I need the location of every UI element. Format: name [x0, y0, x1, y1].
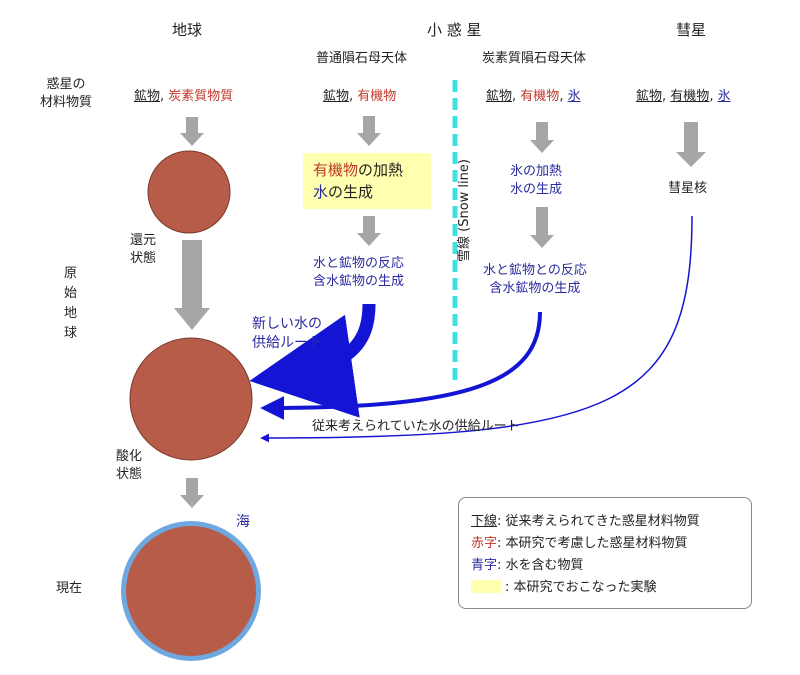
oc-water-gen-water: 水 [313, 183, 329, 201]
arrow-oc-1 [357, 116, 381, 146]
row-label-primitive-earth: 原 始 地 球 [64, 264, 77, 344]
arrow-comet-1 [676, 122, 706, 167]
comet-water: 氷 [717, 89, 731, 104]
cc-ice: 氷の加熱 水の生成 [510, 163, 562, 199]
comet-sep1: , [662, 89, 667, 104]
legend-underline-text: : 従来考えられてきた惑星材料物質 [497, 514, 700, 529]
comet-sep2: , [709, 89, 714, 104]
route-comet [260, 215, 693, 443]
oc-organic: 有機物 [357, 89, 397, 104]
primitive-earth [129, 337, 253, 461]
primitive-char-3: 地 [64, 306, 78, 321]
oc-reaction: 水と鉱物の反応 含水鉱物の生成 [313, 255, 404, 291]
oc-reaction-1: 水と鉱物の反応 [313, 256, 405, 271]
header-asteroid: 小 惑 星 [427, 21, 482, 39]
cc-organic: 有機物 [520, 89, 560, 104]
primitive-char-2: 始 [64, 286, 78, 301]
reduced-2: 状態 [130, 251, 157, 266]
row-label-present: 現在 [56, 581, 83, 596]
earth-materials: 鉱物, 炭素質物質 [134, 88, 233, 106]
comet-nucleus: 彗星核 [668, 181, 708, 196]
header-comet: 彗星 [676, 21, 707, 39]
comet-organic: 有機物 [670, 89, 710, 104]
cc-sep2: , [559, 89, 564, 104]
oc-heat-organic: 有機物 [313, 161, 359, 179]
experiment-highlight [303, 153, 431, 209]
new-route-2: 供給ルート [252, 335, 322, 351]
oxidized-state-label: 酸化 状態 [116, 448, 142, 484]
oc-water-gen-suffix: の生成 [328, 183, 374, 201]
oxidized-1: 酸化 [116, 449, 143, 464]
row-label-materials: 惑星の 材料物質 [40, 76, 92, 112]
legend-blue-text: : 水を含む物質 [497, 558, 584, 573]
legend-box: 下線: 従来考えられてきた惑星材料物質 赤字: 本研究で考慮した惑星材料物質 青… [458, 497, 752, 609]
legend-blue-key: 青字 [471, 558, 498, 573]
comet-materials: 鉱物, 有機物, 氷 [636, 88, 731, 106]
reduced-state-label: 還元 状態 [130, 232, 156, 268]
primitive-char-1: 原 [64, 266, 78, 281]
legend-red-key: 赤字 [471, 536, 498, 551]
earth-mineral: 鉱物 [134, 89, 161, 104]
comet-mineral: 鉱物 [636, 89, 663, 104]
cc-reaction-1: 水と鉱物との反応 [483, 263, 587, 278]
arrow-cc-2 [530, 207, 554, 248]
cc-sep1: , [512, 89, 517, 104]
gray-arrows [174, 116, 706, 508]
oc-reaction-2: 含水鉱物の生成 [313, 274, 405, 289]
legend-row-blue: 青字: 水を含む物質 [471, 554, 584, 573]
route-new-thick [249, 303, 376, 418]
arrow-earth-3 [180, 478, 204, 508]
snow-line-label: 雪線 (Snow line) [456, 159, 472, 262]
oc-heat: 有機物の加熱 [313, 160, 403, 180]
legend-swatch-text: : 本研究でおこなった実験 [505, 580, 657, 595]
snow-line-label-svg: 雪線 (Snow line) [456, 159, 472, 262]
earth-sep: , [160, 89, 165, 104]
reduced-earth [147, 150, 231, 234]
row-label-materials-1: 惑星の [46, 77, 86, 92]
arrow-earth-2 [174, 240, 210, 330]
cc-mineral: 鉱物 [486, 89, 513, 104]
new-route-1: 新しい水の [252, 316, 322, 332]
cc-water: 氷 [567, 89, 581, 104]
reduced-1: 還元 [130, 233, 157, 248]
legend-row-swatch: : 本研究でおこなった実験 [471, 576, 657, 595]
route-cc [260, 311, 542, 420]
oxidized-2: 状態 [116, 467, 143, 482]
header-carbonaceous-chondrite: 炭素質隕石母天体 [482, 51, 587, 66]
oc-sep: , [349, 89, 354, 104]
primitive-char-4: 球 [64, 326, 78, 341]
oc-materials: 鉱物, 有機物 [323, 88, 396, 106]
header-earth: 地球 [172, 21, 203, 39]
earth-carbon: 炭素質物質 [168, 89, 234, 104]
legend-row-red: 赤字: 本研究で考慮した惑星材料物質 [471, 532, 688, 551]
legend-red-text: : 本研究で考慮した惑星材料物質 [497, 536, 688, 551]
oc-heat-suffix: の加熱 [358, 161, 404, 179]
present-earth [126, 526, 256, 656]
legend-row-underline: 下線: 従来考えられてきた惑星材料物質 [471, 510, 700, 529]
arrow-cc-1 [530, 122, 554, 153]
row-label-materials-2: 材料物質 [40, 95, 93, 110]
arrow-oc-2 [357, 216, 381, 246]
legend-underline-key: 下線 [471, 514, 498, 529]
cc-materials: 鉱物, 有機物, 氷 [486, 88, 581, 106]
cc-reaction-2: 含水鉱物の生成 [489, 281, 581, 296]
conventional-route-label: 従来考えられていた水の供給ルート [312, 419, 520, 434]
cc-ice-2: 水の生成 [510, 182, 563, 197]
new-route-label: 新しい水の 供給ルート [252, 315, 322, 353]
oc-mineral: 鉱物 [323, 89, 350, 104]
cc-ice-1: 氷の加熱 [510, 164, 563, 179]
oc-water-gen: 水の生成 [313, 182, 373, 202]
cc-reaction: 水と鉱物との反応 含水鉱物の生成 [483, 262, 587, 298]
arrow-earth-1 [180, 117, 204, 146]
header-ordinary-chondrite: 普通隕石母天体 [316, 51, 408, 66]
ocean-label: 海 [236, 514, 250, 530]
legend-swatch [471, 580, 501, 593]
